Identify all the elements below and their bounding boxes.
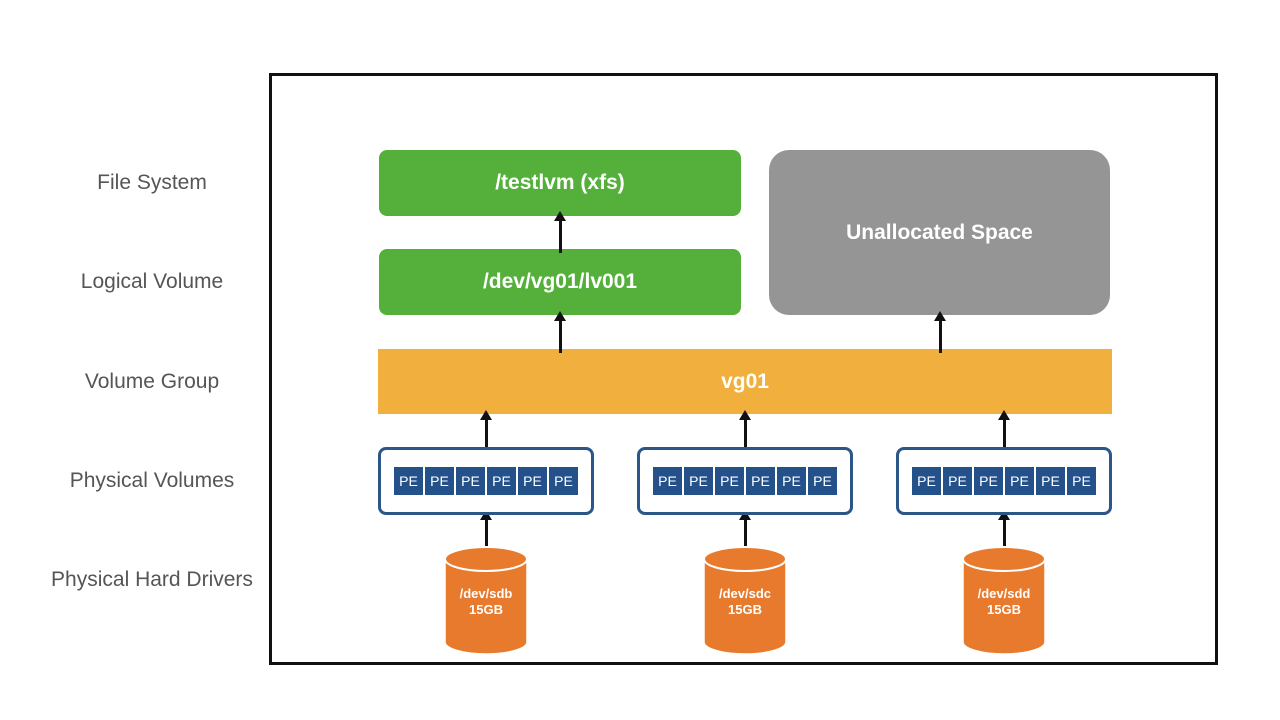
- disk-device: /dev/sdb: [459, 586, 513, 601]
- diagram-frame: [269, 73, 1218, 665]
- physical-extent: PE: [777, 467, 806, 495]
- disk-size: 15GB: [469, 602, 503, 617]
- physical-extent: PE: [974, 467, 1003, 495]
- layer-label-volume-group: Volume Group: [84, 370, 220, 393]
- physical-extent: PE: [394, 467, 423, 495]
- disk-device: /dev/sdc: [718, 586, 772, 601]
- disk-sdc: /dev/sdc 15GB: [703, 546, 787, 656]
- physical-extent: PE: [808, 467, 837, 495]
- disk-size: 15GB: [987, 602, 1021, 617]
- layer-label-logical-volume: Logical Volume: [80, 270, 224, 293]
- physical-volume: PE PE PE PE PE PE: [896, 447, 1112, 515]
- disk-cylinder-icon: [703, 546, 787, 655]
- arrow-pv3-to-vg: [998, 410, 1010, 450]
- physical-extent: PE: [549, 467, 578, 495]
- layer-label-physical-hard-drives: Physical Hard Drivers: [51, 568, 253, 591]
- arrow-pv2-to-vg: [739, 410, 751, 450]
- logical-volume-box: /dev/vg01/lv001: [379, 249, 741, 315]
- volume-group-bar: vg01: [378, 349, 1112, 414]
- disk-label: /dev/sdb 15GB: [444, 586, 528, 618]
- physical-volume: PE PE PE PE PE PE: [378, 447, 594, 515]
- physical-extent: PE: [518, 467, 547, 495]
- disk-label: /dev/sdd 15GB: [962, 586, 1046, 618]
- physical-extent: PE: [715, 467, 744, 495]
- physical-extent: PE: [746, 467, 775, 495]
- physical-extent: PE: [912, 467, 941, 495]
- arrow-vg-to-unallocated: [934, 311, 946, 353]
- physical-extent: PE: [1005, 467, 1034, 495]
- physical-extent: PE: [653, 467, 682, 495]
- disk-cylinder-icon: [962, 546, 1046, 655]
- arrow-disk3-to-pv3: [998, 510, 1010, 552]
- disk-sdd: /dev/sdd 15GB: [962, 546, 1046, 656]
- disk-sdb: /dev/sdb 15GB: [444, 546, 528, 656]
- layer-label-physical-volumes: Physical Volumes: [69, 469, 235, 492]
- filesystem-box: /testlvm (xfs): [379, 150, 741, 216]
- physical-extent: PE: [1067, 467, 1096, 495]
- layer-label-file-system: File System: [97, 171, 207, 194]
- disk-cylinder-icon: [444, 546, 528, 655]
- disk-size: 15GB: [728, 602, 762, 617]
- disk-label: /dev/sdc 15GB: [703, 586, 787, 618]
- arrow-disk1-to-pv1: [480, 510, 492, 552]
- arrow-vg-to-lv: [554, 311, 566, 353]
- physical-volume: PE PE PE PE PE PE: [637, 447, 853, 515]
- arrow-disk2-to-pv2: [739, 510, 751, 552]
- arrow-lv-to-fs: [554, 211, 566, 253]
- physical-extent: PE: [456, 467, 485, 495]
- physical-extent: PE: [487, 467, 516, 495]
- disk-device: /dev/sdd: [977, 586, 1031, 601]
- arrow-pv1-to-vg: [480, 410, 492, 450]
- physical-extent: PE: [943, 467, 972, 495]
- physical-extent: PE: [425, 467, 454, 495]
- unallocated-space-box: Unallocated Space: [769, 150, 1110, 315]
- physical-extent: PE: [1036, 467, 1065, 495]
- physical-extent: PE: [684, 467, 713, 495]
